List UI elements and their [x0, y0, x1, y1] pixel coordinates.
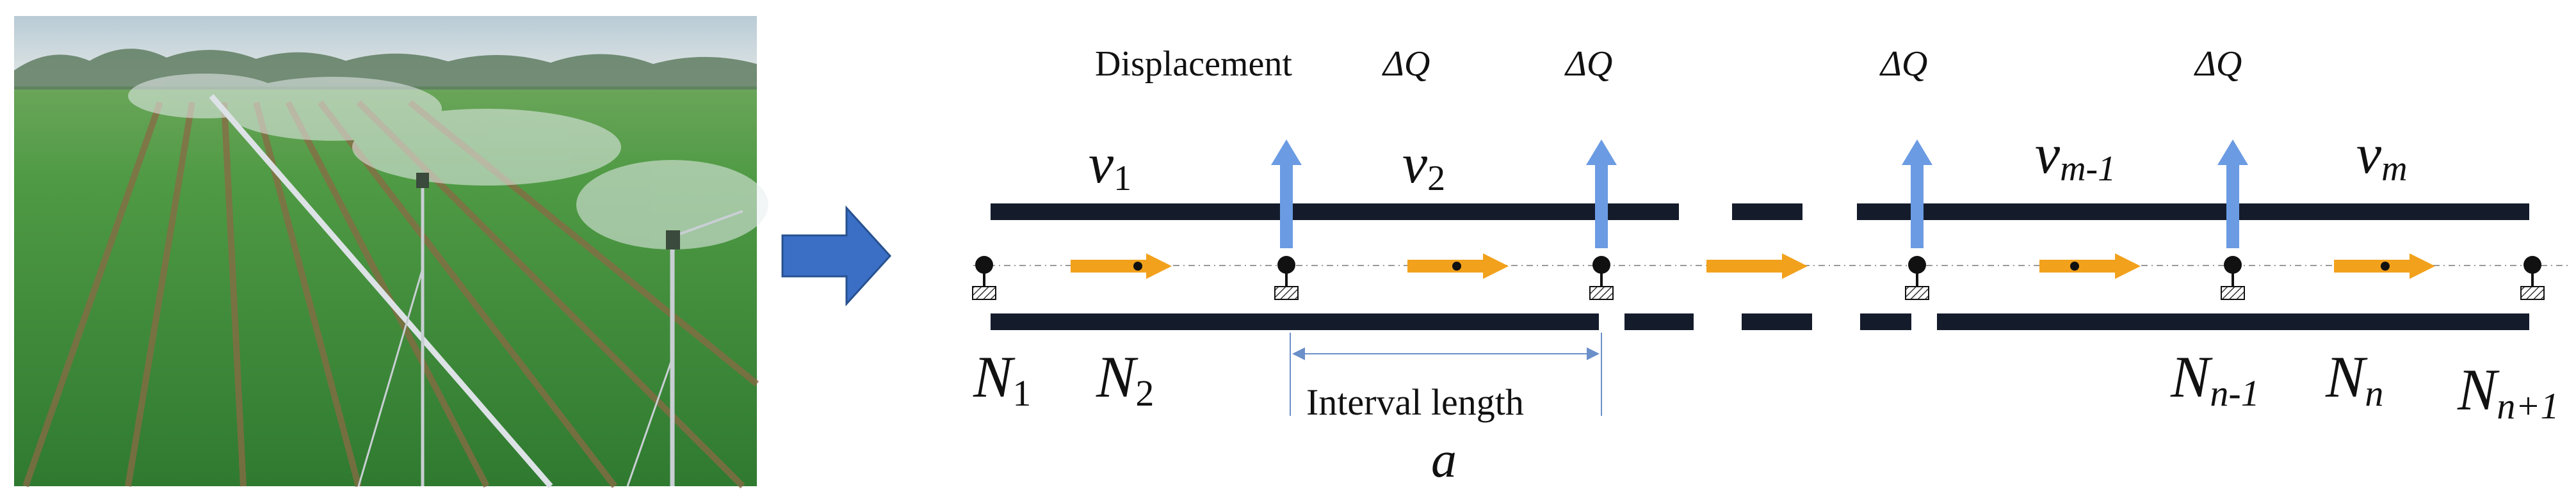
delta-q-label: ΔQ	[1879, 44, 1927, 84]
flow-arrow	[1706, 253, 1808, 279]
outflow-arrow	[1586, 139, 1617, 248]
interval-length-label: Interval length	[1306, 381, 1524, 423]
node-support-icon	[1274, 256, 1299, 300]
node-support-icon	[972, 256, 996, 300]
node-support-icon	[2221, 256, 2245, 300]
flow-arrow	[2334, 253, 2435, 279]
outflow-arrow	[2217, 139, 2248, 248]
outflow-arrow	[1271, 139, 1302, 248]
irrigation-field-photo	[14, 16, 768, 489]
outflow-arrow	[1902, 139, 1932, 248]
node-label: Nn+1	[2457, 357, 2559, 427]
velocity-label: v1	[1089, 133, 1131, 198]
flow-arrow	[1407, 253, 1509, 279]
node-support-icon	[2520, 256, 2545, 300]
pipe-bottom-wall	[991, 313, 2529, 330]
flow-arrow	[1071, 253, 1172, 279]
delta-q-label: ΔQ	[1564, 44, 1612, 84]
displacement-label: Displacement	[1095, 44, 1292, 84]
interval-symbol-label: a	[1431, 432, 1457, 488]
velocity-label: vm	[2356, 123, 2408, 189]
flow-arrow	[2039, 253, 2141, 279]
delta-q-label: ΔQ	[2194, 44, 2242, 84]
node-label: N1	[973, 344, 1031, 414]
delta-q-label: ΔQ	[1382, 44, 1430, 84]
node-support-icon	[1589, 256, 1614, 300]
blue-right-arrow	[781, 205, 892, 306]
node-label: Nn	[2325, 344, 2383, 414]
pipe-top-wall	[991, 203, 2529, 220]
velocity-label: vm-1	[2035, 123, 2116, 189]
interval-dimension	[1290, 333, 1602, 416]
node-support-icon	[1905, 256, 1929, 300]
velocity-label: v2	[1402, 133, 1445, 198]
node-label: Nn-1	[2170, 344, 2260, 414]
node-label: N2	[1096, 344, 1154, 414]
